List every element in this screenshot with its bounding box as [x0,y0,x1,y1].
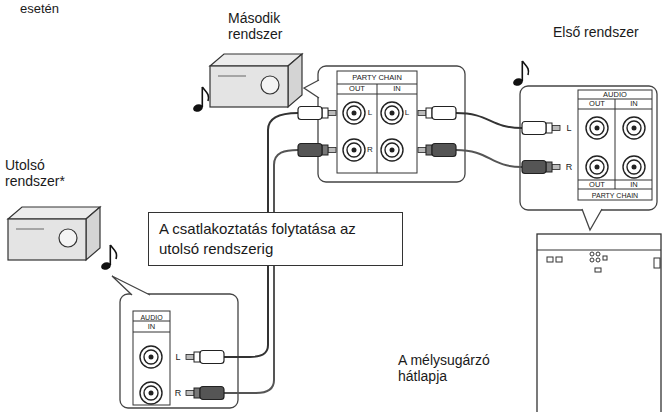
callout-panel [318,66,465,182]
system-name: Második rendszer [228,10,310,42]
channel-name: L [405,109,409,117]
system-name: Utolsó rendszer* [5,157,83,189]
terminal-name: IN [630,100,638,108]
subwoofer-rear [654,258,660,268]
cut-caption: esetén [20,2,59,17]
note-box: A csatlakoztatás folytatása az utolsó re… [148,212,403,266]
audio-cable [224,150,298,393]
subwoofer-rear [556,257,562,262]
callout-panel [582,209,602,230]
terminal-name: PARTY CHAIN [592,191,638,198]
callout-panel [120,294,238,408]
terminal-grid [615,99,616,189]
callout-panel [112,66,657,408]
rca-plug [298,107,336,120]
terminal-grid [133,321,170,322]
subwoofer-rear [603,256,607,260]
jack [623,117,645,139]
terminal-name: PARTY CHAIN [352,74,402,82]
terminal-grid [133,71,652,405]
jack [623,156,645,178]
callout-panel [112,276,150,295]
jack [381,102,403,124]
jack [586,117,608,139]
channel-name: R [566,163,573,172]
jack [343,139,365,161]
music-note [100,245,116,271]
music-note [512,61,528,87]
subwoofer-rear [595,268,601,272]
channel-name: L [368,109,372,117]
callout-panel [520,86,657,210]
jack [343,102,365,124]
subwoofer-rear [537,234,661,412]
channel-name: R [175,389,182,398]
rca-plug [522,122,560,135]
system-device [210,54,302,107]
subwoofer-rear [547,257,553,262]
music-note [100,61,528,271]
jack [586,156,608,178]
audio-cable [456,113,522,128]
rca-plug [298,144,336,157]
subwoofer-rear [596,252,600,256]
jack [140,102,645,404]
terminal-name: IN [148,323,156,331]
terminal-grid [133,311,170,405]
callout-panel [304,80,319,98]
terminal-name: IN [393,85,401,93]
subwoofer-rear [590,252,594,256]
box-text: A csatlakoztatás folytatása az utolsó re… [159,219,391,258]
terminal-grid [578,90,652,200]
music-note [192,87,208,113]
jack [381,139,403,161]
channel-name: L [566,124,571,133]
rca-plug [186,387,224,400]
channel-name: L [175,353,180,362]
terminal-name: AUDIO [140,313,162,320]
jack [140,346,162,368]
audio-cable [456,150,522,167]
terminal-grid [377,84,378,173]
subwoofer-rear [596,258,600,262]
rca-plug [418,144,456,157]
subwoofer-rear [537,234,661,412]
terminal-name: OUT [349,85,365,93]
terminal-grid [337,71,417,173]
terminal-name: OUT [589,181,605,189]
jack [140,382,162,404]
channel-name: R [367,146,373,154]
rca-plug [186,351,224,364]
rca-plug [418,107,456,120]
system-name: Első rendszer [553,24,639,40]
system-device [8,207,100,260]
terminal-grid [133,332,170,333]
terminal-name: IN [630,181,638,189]
part-name: A mélysugárzó hátlapja [398,352,528,384]
terminal-name: OUT [589,100,605,108]
subwoofer-rear [590,258,594,262]
terminal-name: AUDIO [603,91,627,99]
subwoofer-rear [537,250,661,251]
rca-plug [522,161,560,174]
